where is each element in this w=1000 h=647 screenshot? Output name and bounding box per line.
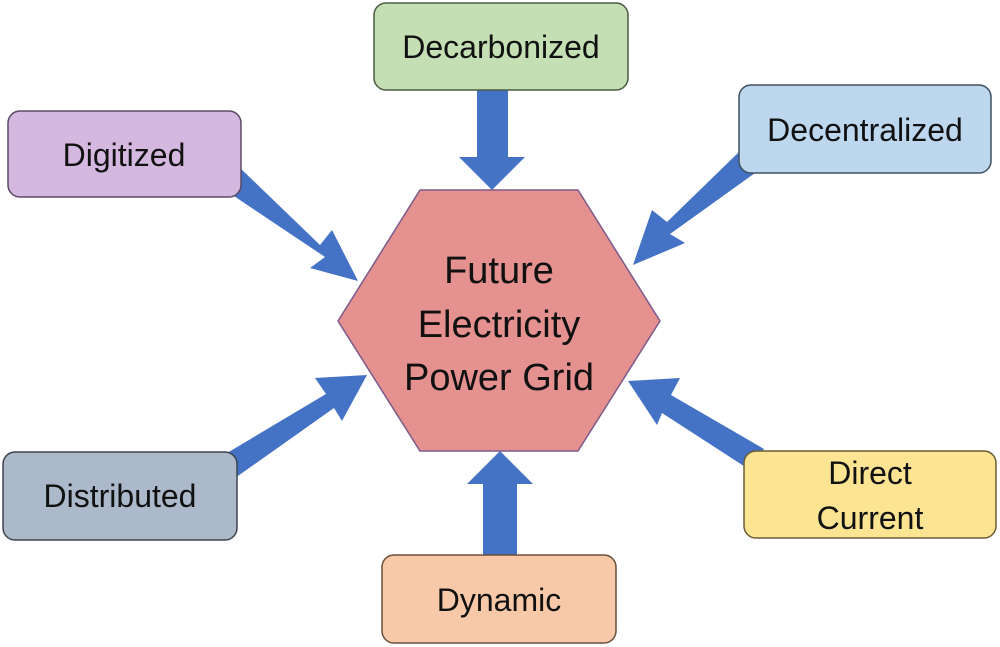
arrows [219,88,764,556]
node-dynamic-label: Dynamic [437,582,561,618]
node-decentralized-label: Decentralized [767,112,963,148]
arrow-from-digitized [219,165,358,281]
arrow-from-direct-current [628,378,764,470]
node-decarbonized-box [373,2,629,91]
node-dynamic-box [381,554,617,644]
node-digitized-label: Digitized [63,137,186,173]
node-decarbonized-label: Decarbonized [402,29,599,65]
node-direct-current-label-line-2: Current [817,500,924,536]
node-digitized-box [7,110,242,198]
node-direct-current-label-line-1: Direct [828,455,912,491]
node-digitized: Digitized [7,110,242,198]
node-decentralized: Decentralized [738,84,992,174]
node-direct-current: Direct Current [743,450,997,539]
node-distributed-label: Distributed [44,478,197,514]
node-distributed: Distributed [2,451,238,541]
center-label-line-1: Future [444,250,554,292]
arrow-from-distributed [222,375,367,478]
node-dynamic: Dynamic [381,554,617,644]
arrow-from-dynamic [467,451,533,556]
center-hexagon [337,189,661,452]
center-node: Future Electricity Power Grid [337,189,661,452]
node-distributed-box [2,451,238,541]
node-direct-current-box [743,450,997,539]
center-label-line-2: Electricity [418,304,581,346]
center-label-line-3: Power Grid [404,357,594,399]
node-decentralized-box [738,84,992,174]
arrow-from-decentralized [633,150,762,265]
node-decarbonized: Decarbonized [373,2,629,91]
arrow-from-decarbonized [459,88,525,190]
